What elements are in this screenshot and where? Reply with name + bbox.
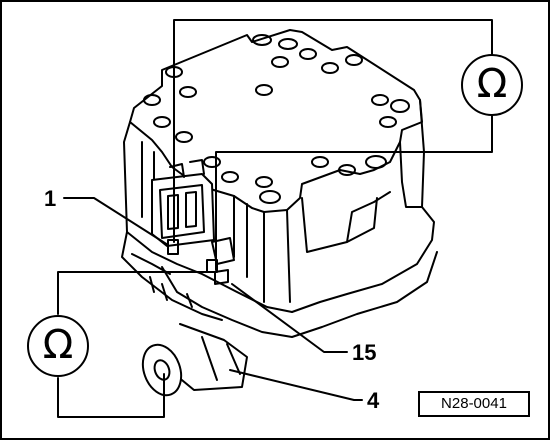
top-lead-b [215,115,493,271]
ht-outlet-tower [141,323,248,397]
callout-4: 4 [367,388,380,413]
leader-1 [63,197,169,246]
left-lead-b [57,373,165,418]
callout-15: 15 [352,340,377,365]
mounting-bosses [143,34,410,204]
ohmmeter-leads [57,19,493,418]
left-lead-a [57,271,213,315]
callout-1: 1 [44,186,57,211]
coil-body [121,29,438,338]
top-lead-a [173,19,493,243]
ohmmeter-icon [27,315,89,377]
callout-leaders [63,197,363,401]
ohmmeter-symbol-left: Ω [42,322,74,368]
leader-15 [231,283,348,353]
figure-reference-code: N28-0041 [418,391,530,417]
leader-4 [229,369,363,401]
ohmmeter-icon [461,54,523,116]
ohmmeter-symbol-top: Ω [476,61,508,107]
